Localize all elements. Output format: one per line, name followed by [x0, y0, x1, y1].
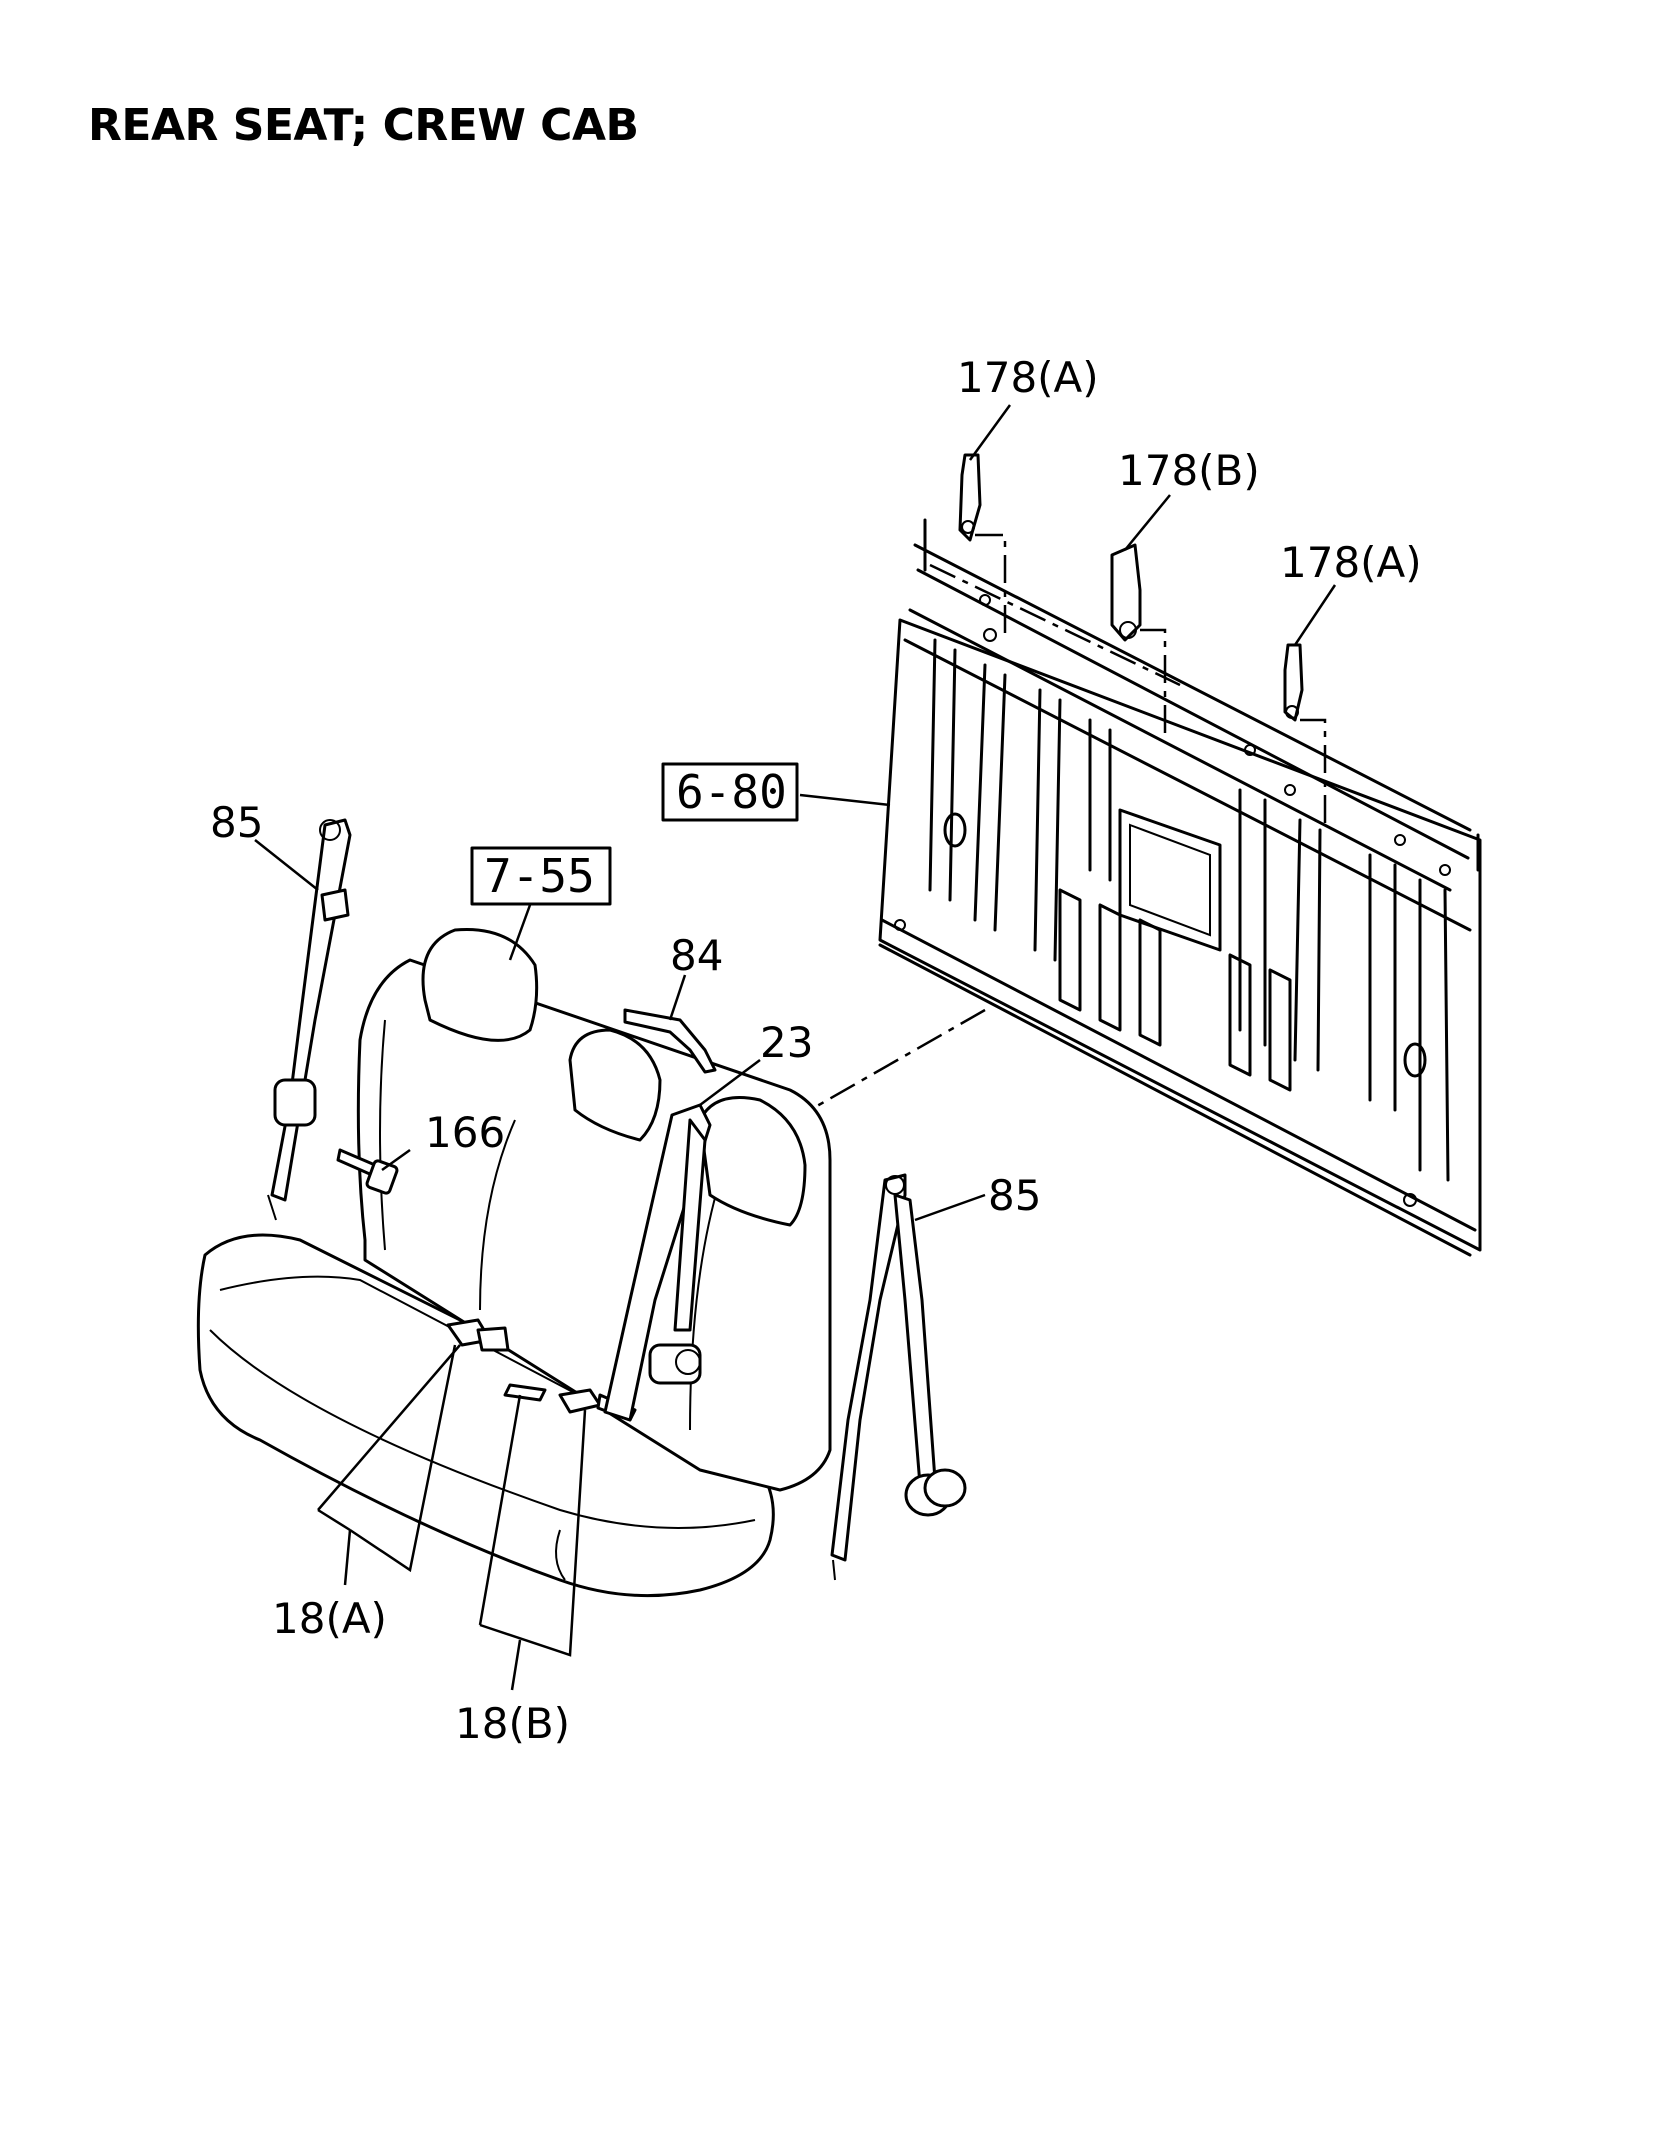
callout-ref-6-80: 6-80 — [676, 765, 787, 819]
callout-178a-right: 178(A) — [1280, 538, 1422, 587]
callout-18a: 18(A) — [272, 1594, 387, 1643]
callout-166: 166 — [425, 1108, 505, 1157]
ref-box-6-80 — [661, 762, 799, 822]
strap-84 — [623, 1008, 717, 1074]
anchor-bracket-178a-right — [1283, 643, 1304, 722]
ref-box-7-55 — [470, 846, 612, 906]
callout-178b: 178(B) — [1118, 446, 1260, 495]
leader-lines — [254, 404, 1337, 1691]
page-title: REAR SEAT; CREW CAB — [88, 100, 639, 151]
anchor-bracket-178a-left — [958, 453, 982, 542]
callout-23: 23 — [760, 1018, 813, 1067]
callout-ref-7-55: 7-55 — [484, 849, 595, 903]
center-seat-belt — [603, 1103, 712, 1422]
anchor-bracket-178b — [1110, 543, 1142, 642]
callout-18b: 18(B) — [455, 1699, 570, 1748]
callout-178a-top: 178(A) — [957, 353, 1099, 402]
callout-84: 84 — [670, 931, 723, 980]
callout-85-right: 85 — [988, 1171, 1041, 1220]
rear-panel — [878, 518, 1482, 1257]
right-seat-belt — [830, 1173, 967, 1581]
callout-85-left: 85 — [210, 798, 263, 847]
rear-seat — [196, 927, 832, 1598]
left-seat-belt — [267, 818, 352, 1221]
